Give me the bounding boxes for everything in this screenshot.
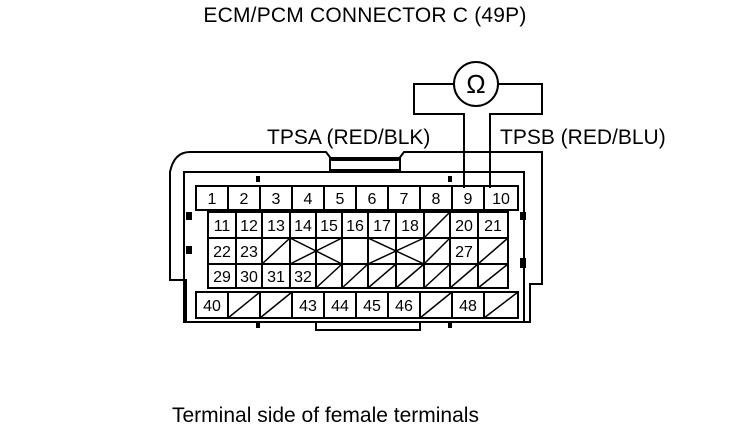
terminal-43: 43 bbox=[299, 298, 317, 315]
terminal-15: 15 bbox=[320, 218, 338, 235]
terminal-2: 2 bbox=[240, 191, 249, 208]
terminal-48: 48 bbox=[459, 298, 477, 315]
terminal-6: 6 bbox=[368, 191, 377, 208]
terminal-1: 1 bbox=[208, 191, 217, 208]
terminal-12: 12 bbox=[240, 218, 258, 235]
connector-latch bbox=[329, 157, 401, 171]
terminal-16: 16 bbox=[346, 218, 364, 235]
terminal-11: 11 bbox=[214, 218, 231, 235]
terminal-9: 9 bbox=[464, 191, 473, 208]
probe-label-tpsa: TPSA (RED/BLK) bbox=[267, 126, 430, 149]
terminal-21: 21 bbox=[484, 218, 502, 235]
terminal-31: 31 bbox=[267, 269, 285, 286]
terminal-14: 14 bbox=[294, 218, 312, 235]
terminal-10: 10 bbox=[492, 191, 510, 208]
terminal-13: 13 bbox=[267, 218, 285, 235]
blocked-cavities bbox=[227, 211, 519, 319]
terminal-27: 27 bbox=[455, 244, 473, 261]
terminal-45: 45 bbox=[363, 298, 381, 315]
terminal-8: 8 bbox=[432, 191, 441, 208]
terminal-30: 30 bbox=[240, 269, 258, 286]
terminal-18: 18 bbox=[401, 218, 419, 235]
probe-wire-a bbox=[413, 83, 465, 188]
terminal-17: 17 bbox=[373, 218, 391, 235]
connector-title: ECM/PCM CONNECTOR C (49P) bbox=[203, 4, 527, 27]
locking-notches bbox=[186, 176, 526, 328]
terminal-44: 44 bbox=[331, 298, 349, 315]
terminal-46: 46 bbox=[395, 298, 413, 315]
terminal-40: 40 bbox=[203, 298, 221, 315]
terminal-29: 29 bbox=[213, 269, 231, 286]
probe-wire-b bbox=[489, 83, 543, 188]
terminal-4: 4 bbox=[304, 191, 313, 208]
ohm-symbol: Ω bbox=[466, 69, 485, 99]
terminal-32: 32 bbox=[294, 269, 312, 286]
terminal-22: 22 bbox=[213, 244, 231, 261]
terminal-5: 5 bbox=[336, 191, 345, 208]
terminal-23: 23 bbox=[240, 244, 258, 261]
connector-inner-frame bbox=[183, 171, 525, 323]
terminal-3: 3 bbox=[272, 191, 281, 208]
probe-label-tpsb: TPSB (RED/BLU) bbox=[500, 126, 666, 149]
terminal-7: 7 bbox=[400, 191, 409, 208]
connector-bottom-tab bbox=[315, 322, 421, 331]
diagram-caption: Terminal side of female terminals bbox=[172, 404, 479, 427]
terminal-20: 20 bbox=[455, 218, 473, 235]
